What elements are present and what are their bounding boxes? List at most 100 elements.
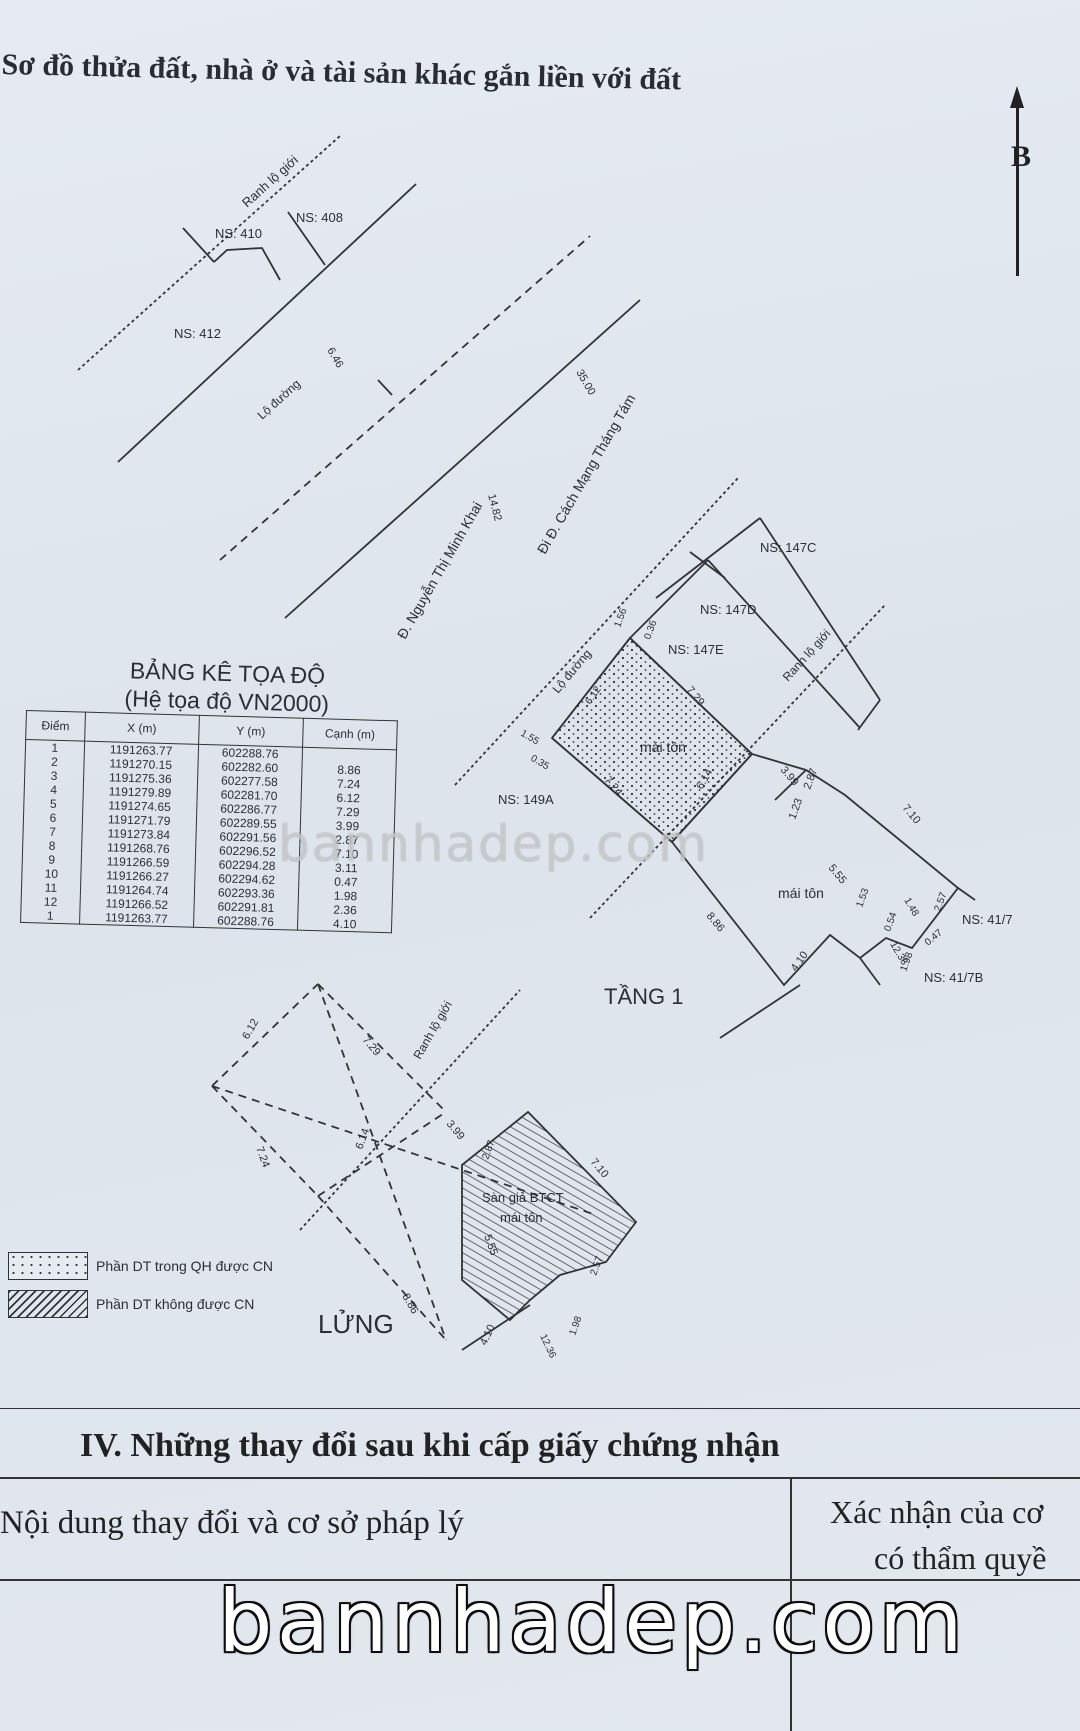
lot-147e-line	[629, 559, 709, 639]
cell-point: 1	[20, 907, 80, 925]
mezz-dim-1236: 12.36	[537, 1333, 558, 1361]
upper-street-group	[77, 135, 641, 619]
street-name-1: Đ. Nguyễn Thị Minh Khai	[394, 499, 486, 642]
section-col1-header: Nội dung thay đổi và cơ sở pháp lý	[0, 1505, 464, 1541]
mezz-lower-line	[461, 1304, 531, 1351]
ns417b-label: NS: 41/7B	[924, 970, 983, 985]
lot-410-line	[182, 227, 215, 263]
mezz-dim-399: 3.99	[444, 1118, 467, 1142]
legend-label-not-approved: Phần DT không được CN	[96, 1296, 255, 1312]
ns410-label: NS: 410	[215, 226, 262, 241]
ns147c-label: NS: 147C	[760, 540, 816, 555]
col-header-edge: Cạnh (m)	[302, 718, 398, 750]
width-646-label: 6.46	[324, 346, 345, 371]
dim-155: 1.55	[519, 728, 542, 747]
dim-148: 1.48	[901, 896, 920, 919]
lot-divider	[671, 753, 753, 843]
mezz-dim-724: 7.24	[253, 1145, 272, 1169]
site-plan-drawing: Ranh lộ giới NS: 410 NS: 408 NS: 412 Lộ …	[77, 135, 1013, 1361]
ns147e-label: NS: 147E	[668, 642, 724, 657]
watermark-mid: bannhadep.com	[278, 815, 710, 873]
floor1-label: TẦNG 1	[604, 984, 683, 1009]
mezz-roof-label: mái tôn	[500, 1210, 543, 1225]
mezz-dash-6	[317, 1111, 447, 1197]
col2-line1: Xác nhận của cơ	[830, 1494, 1044, 1530]
width-1482-label: 14.82	[485, 493, 504, 523]
legend-label-approved: Phần DT trong QH được CN	[96, 1258, 274, 1274]
road-setback-label-1: Lộ đường	[255, 377, 303, 423]
cell-y: 602288.76	[193, 912, 298, 931]
cell-x: 1191263.77	[79, 909, 194, 928]
floor1-labels: NS: 147C NS: 147D NS: 147E NS: 149A NS: …	[498, 540, 1013, 1009]
lot-408-line	[213, 247, 281, 281]
dim-156: 1.56	[612, 607, 629, 629]
street-name-2: Đi Đ. Cách Mạng Tháng Tám	[534, 391, 639, 556]
road-centerline	[219, 235, 591, 561]
legend-item-approved: Phần DT trong QH được CN	[8, 1252, 273, 1280]
roof-label-1: mái tôn	[640, 739, 686, 755]
mezz-dim-410: 4.10	[478, 1323, 498, 1347]
mezz-slab-label: Sàn giả BTCT	[482, 1190, 564, 1205]
roof-label-2: mái tôn	[778, 885, 824, 901]
lot-408-side	[287, 211, 326, 266]
mezz-dash-4	[317, 983, 447, 1341]
north-arrow-head-icon	[1010, 86, 1024, 108]
north-arrow: B	[1010, 86, 1031, 276]
ns149a-label: NS: 149A	[498, 792, 554, 807]
ns412-label: NS: 412	[174, 326, 221, 341]
lot-147d-line	[655, 517, 761, 599]
section-iv: IV. Những thay đổi sau khi cấp giấy chứn…	[0, 1408, 1080, 1731]
mezz-dim-729: 7.29	[360, 1034, 383, 1058]
lot-417b-line	[859, 957, 881, 986]
mezz-dash-7	[317, 1195, 447, 1341]
watermark-big: bannhadep.com	[218, 1572, 967, 1672]
boundary-label-mezz: Ranh lộ giới	[410, 999, 454, 1062]
mezz-dim-198: 1.98	[567, 1315, 584, 1337]
dim-410: 4.10	[789, 949, 811, 973]
col-header-x: X (m)	[84, 712, 200, 745]
mezz-dash-2	[317, 983, 447, 1113]
mezz-boundary	[299, 989, 521, 1231]
legend: Phần DT trong QH được CN Phần DT không đ…	[8, 1252, 273, 1328]
street-edge-upper	[117, 183, 417, 463]
section-column-divider	[790, 1477, 792, 1731]
mezzanine-group	[211, 983, 638, 1351]
dim-886: 8.86	[704, 910, 727, 934]
step-line	[774, 769, 807, 801]
section-divider-top	[0, 1477, 1080, 1479]
hatched-area-mezz	[461, 1110, 638, 1322]
dim-710: 7.10	[900, 802, 923, 826]
floor1-group	[454, 477, 976, 1039]
width-3500-label: 35.00	[573, 368, 597, 398]
mezz-dim-612: 6.12	[240, 1017, 261, 1042]
ns408-label: NS: 408	[296, 210, 343, 225]
section-iv-title: IV. Những thay đổi sau khi cấp giấy chứn…	[80, 1427, 780, 1464]
mezz-dash-1	[211, 983, 319, 1087]
north-label: B	[1011, 140, 1032, 173]
dim-035: 0.35	[529, 753, 552, 772]
north-arrow-shaft	[1016, 104, 1019, 276]
cell-edge: 4.10	[297, 915, 392, 933]
ns147d-label: NS: 147D	[700, 602, 756, 617]
dotted-swatch	[8, 1252, 88, 1280]
section-divider-mid	[0, 1579, 1080, 1581]
mezz-label: LỬNG	[318, 1308, 394, 1339]
hatched-swatch	[8, 1290, 88, 1318]
lot-147c-line	[689, 551, 726, 579]
dim-555: 5.55	[826, 862, 849, 886]
lot-147d-line-3	[857, 699, 881, 731]
boundary-label-upper: Ranh lộ giới	[239, 152, 301, 210]
section-col2-header: Xác nhận của cơ có thẩm quyề	[830, 1489, 1080, 1581]
col-header-point: Điểm	[25, 710, 86, 742]
dim-054: 0.54	[882, 911, 899, 933]
road-tick	[377, 379, 393, 396]
mezz-dim-614: 6.14	[354, 1127, 373, 1151]
col2-line2: có thẩm quyề	[874, 1540, 1047, 1576]
road-setback-label-2: Lộ đường	[550, 647, 595, 696]
dim-123: 1.23	[787, 797, 806, 821]
lot-147d-line-2	[759, 517, 881, 701]
cell-point: 1	[25, 739, 85, 756]
boundary-line-upper	[77, 135, 341, 371]
street-edge-lower	[284, 299, 641, 619]
